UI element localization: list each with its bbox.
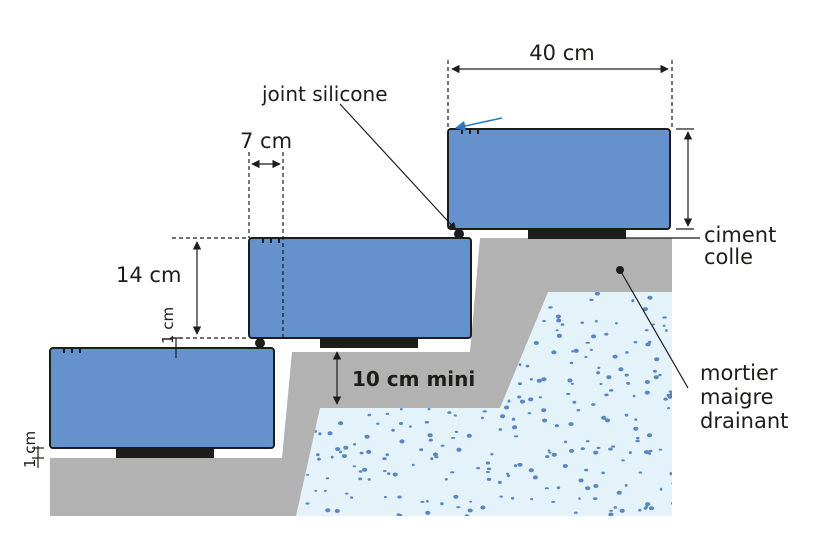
dashed-guides <box>172 60 673 339</box>
silicone-joint-1 <box>255 338 265 348</box>
label-colle: colle <box>704 245 753 269</box>
leader-lines <box>339 103 700 389</box>
drainage-mortar <box>296 292 672 516</box>
blue-arrow-icon <box>454 117 503 132</box>
label-drainant: drainant <box>700 409 788 433</box>
label-10cm-mini: 10 cm mini <box>352 367 475 391</box>
label-7cm: 7 cm <box>240 129 292 153</box>
adhesive-pad-2 <box>320 338 418 348</box>
label-14cm: 14 cm <box>116 263 181 287</box>
label-1cm-upper: 1 cm <box>159 307 177 344</box>
step-block-3 <box>447 128 671 230</box>
step-block-1 <box>49 347 275 449</box>
mortar-marker-dot <box>616 266 624 274</box>
dimension-lines <box>32 64 694 468</box>
silicone-joint-2 <box>454 229 464 239</box>
label-maigre: maigre <box>700 385 774 409</box>
adhesive-pad-3 <box>528 229 626 239</box>
label-ciment: ciment <box>704 223 776 247</box>
step-block-2 <box>248 237 472 339</box>
label-mortier: mortier <box>700 361 778 385</box>
label-joint-silicone: joint silicone <box>261 82 388 106</box>
adhesive-pad-1 <box>116 448 214 458</box>
label-40cm: 40 cm <box>529 41 594 65</box>
label-1cm-lower: 1 cm <box>21 431 39 468</box>
